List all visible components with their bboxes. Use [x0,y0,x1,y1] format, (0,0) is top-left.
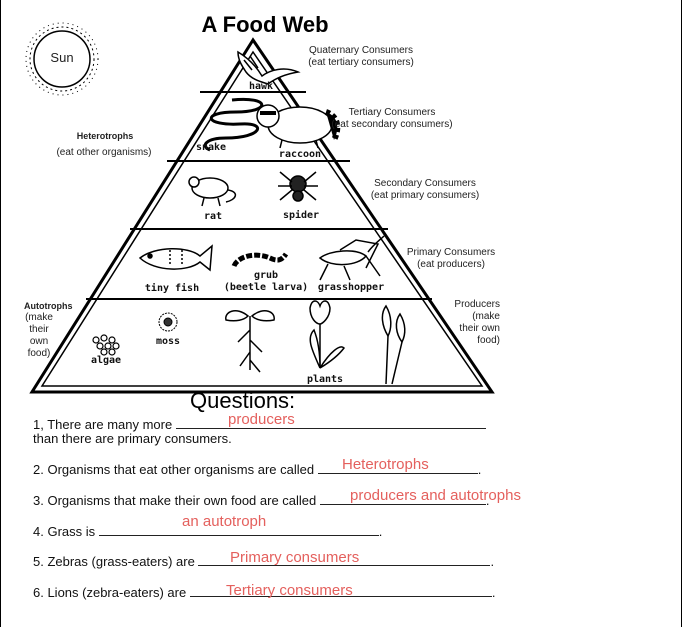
quaternary-sublabel: (eat tertiary consumers) [308,57,414,68]
grub-icon [231,252,289,268]
tiny-fish-label: tiny fish [144,283,200,294]
question-4: 4. Grass is . [33,523,382,539]
question-1-text: 1, There are many more [33,417,173,432]
rat-icon [188,176,237,207]
answer-blank-5[interactable] [198,553,491,566]
question-4-suffix: . [378,524,383,539]
question-3: 3. Organisms that make their own food ar… [33,492,490,508]
autotrophs-heading: Autotrophs [24,301,73,311]
answer-blank-6[interactable] [189,584,492,597]
algae-icon [92,334,120,356]
questions-title: Questions: [190,388,296,413]
raccoon-icon [256,104,341,149]
question-6-suffix: . [491,585,496,600]
moss-icon [158,312,178,332]
producers-label: Producers [454,299,500,310]
question-3-text: 3. Organisms that make their own food ar… [33,493,317,508]
moss-label: moss [155,336,181,347]
producers-line-2: (make [472,311,500,322]
hawk-label: hawk [248,81,274,92]
question-2-suffix: . [477,462,482,477]
answer-1: producers [228,411,295,428]
answer-blank-2[interactable] [317,461,478,474]
autotrophs-line-4: food) [27,348,51,359]
question-5: 5. Zebras (grass-eaters) are . [33,553,494,569]
answer-blank-4[interactable] [98,523,379,536]
heterotrophs-subtitle: (eat other organisms) [56,147,152,158]
snake-icon [203,97,264,152]
hawk-icon [237,50,301,85]
algae-label: algae [90,355,122,366]
sun-label: Sun [50,50,74,65]
rat-label: rat [203,211,223,222]
wheat-icon [381,304,406,385]
snake-label: snake [195,142,227,153]
answer-5: Primary consumers [230,549,360,566]
secondary-sublabel: (eat primary consumers) [370,190,480,201]
sun-icon [25,22,99,96]
answer-blank-3[interactable] [319,492,486,505]
question-5-text: 5. Zebras (grass-eaters) are [33,554,195,569]
answer-2: Heterotrophs [342,456,429,473]
grub-label: grub [253,270,279,281]
answer-4: an autotroph [182,513,267,530]
question-6: 6. Lions (zebra-eaters) are . [33,584,495,600]
question-3-suffix: . [485,493,490,508]
autotrophs-line-3: own [29,336,49,347]
answer-blank-1[interactable] [175,416,486,429]
question-1: 1, There are many more [33,416,486,432]
producers-line-3: their own [459,323,500,334]
secondary-label: Secondary Consumers [374,178,476,189]
tulip-icon [309,300,345,369]
page-title: A Food Web [201,12,329,37]
primary-sublabel: (eat producers) [417,259,485,270]
question-2-text: 2. Organisms that eat other organisms ar… [33,462,315,477]
quaternary-label: Quaternary Consumers [309,45,413,56]
tertiary-sublabel: (eat secondary consumers) [331,119,453,130]
plants-label: plants [306,374,344,385]
tertiary-label: Tertiary Consumers [348,107,436,118]
autotrophs-line-2: their [29,324,49,335]
question-1-line-2: than there are primary consumers. [33,431,232,446]
question-6-text: 6. Lions (zebra-eaters) are [33,585,187,600]
fish-icon [138,244,213,272]
grasshopper-icon [318,235,385,281]
spider-label: spider [282,210,320,221]
question-4-text: 4. Grass is [33,524,96,539]
question-5-suffix: . [490,554,495,569]
raccoon-label: raccoon [278,149,322,160]
spider-icon [278,171,318,202]
answer-3: producers and autotrophs [350,487,521,504]
heterotrophs-heading: Heterotrophs [76,131,134,141]
autotrophs-line-1: (make [25,312,53,323]
question-2: 2. Organisms that eat other organisms ar… [33,461,481,477]
grub-sublabel: (beetle larva) [223,282,309,293]
primary-label: Primary Consumers [406,247,496,258]
grasshopper-label: grasshopper [317,282,385,293]
sprout-icon [225,310,275,373]
answer-6: Tertiary consumers [226,582,353,599]
producers-line-4: food) [477,335,500,346]
pyramid-outline [29,37,495,394]
